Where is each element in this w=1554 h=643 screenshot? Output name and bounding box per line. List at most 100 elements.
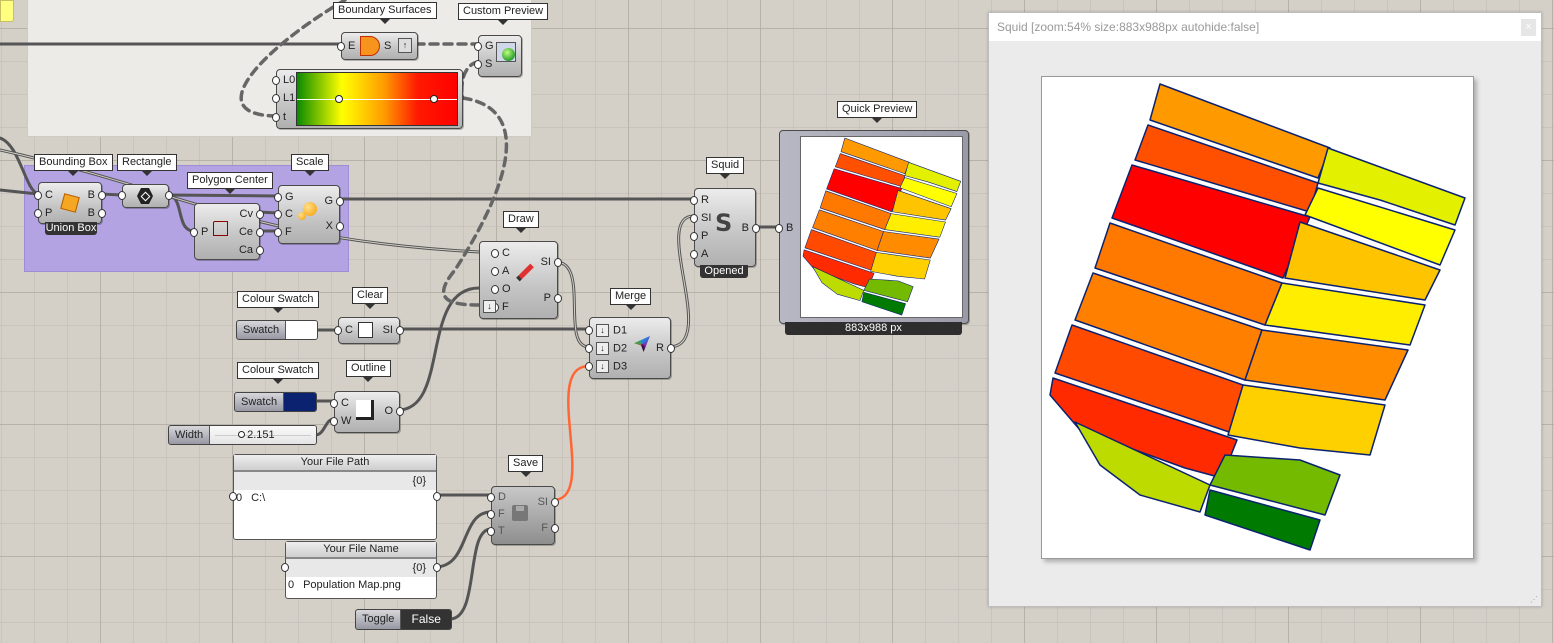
output-G[interactable]: G <box>324 195 344 207</box>
boundary-surfaces-label: Boundary Surfaces <box>333 2 437 24</box>
input-C[interactable]: C <box>491 247 510 259</box>
upload-icon[interactable]: ↑ <box>398 38 412 53</box>
output-X[interactable]: X <box>325 220 345 232</box>
rectangle-input[interactable] <box>118 191 126 200</box>
file-name-panel[interactable]: Your File Name {0} 0 Population Map.png <box>281 541 441 599</box>
panel-row[interactable]: 0 C:\ <box>236 492 266 504</box>
gradient-grip[interactable] <box>335 95 343 103</box>
window-title: Squid [zoom:54% size:883x988px autohide:… <box>989 13 1541 41</box>
output-Ca[interactable]: Ca <box>238 244 265 256</box>
yellow-group[interactable] <box>0 0 14 22</box>
input-C[interactable]: C <box>330 397 349 409</box>
panel-output[interactable] <box>433 492 441 501</box>
map-canvas <box>1041 76 1474 559</box>
squid-component[interactable]: R SI P A S B <box>689 188 761 267</box>
rectangle-component[interactable] <box>118 184 173 208</box>
input-L1[interactable]: L1 <box>271 92 296 104</box>
merge-arrows-icon <box>634 336 650 352</box>
input-A[interactable]: A <box>689 248 709 260</box>
gradient-bar[interactable] <box>296 72 458 126</box>
swatch-color[interactable] <box>286 321 317 339</box>
rectangle-output[interactable] <box>165 191 173 200</box>
clear-component[interactable]: C SI <box>334 317 405 344</box>
input-C[interactable]: C <box>334 324 353 336</box>
output-F[interactable]: F <box>541 522 559 534</box>
input-P[interactable]: P <box>33 207 53 219</box>
toggle-value[interactable]: False <box>401 610 451 629</box>
input-F[interactable]: F <box>491 301 509 313</box>
panel-path: {0} <box>234 472 436 490</box>
input-C[interactable]: C <box>274 208 293 220</box>
polygon-center-component[interactable]: P Cv Ce Ca <box>189 203 265 260</box>
input-L0[interactable]: L0 <box>271 74 296 86</box>
input-F[interactable]: F <box>274 226 292 238</box>
panel-output[interactable] <box>433 563 441 572</box>
slider-grip[interactable] <box>238 431 246 438</box>
output-SI[interactable]: SI <box>537 496 560 508</box>
panel-input[interactable] <box>281 563 289 572</box>
rectangle-label: Rectangle <box>117 154 177 176</box>
input-W[interactable]: W <box>329 415 352 427</box>
gradient-grip[interactable] <box>430 95 438 103</box>
colour-swatch-white[interactable]: Swatch <box>236 320 318 340</box>
swatch-color[interactable] <box>284 393 316 411</box>
output-R[interactable]: R <box>656 342 675 354</box>
boolean-toggle[interactable]: Toggle False <box>355 609 452 630</box>
input-SI[interactable]: SI <box>689 212 712 224</box>
input-T[interactable]: T <box>487 525 505 537</box>
input-F[interactable]: F <box>487 508 505 520</box>
input-S[interactable]: S <box>473 58 493 70</box>
output-S[interactable]: S <box>384 40 392 52</box>
output-Cv[interactable]: Cv <box>239 208 265 220</box>
swatch-button[interactable]: Swatch <box>237 321 287 339</box>
outline-component[interactable]: C W O <box>329 391 404 433</box>
colour-swatch-navy[interactable]: Swatch <box>234 392 317 412</box>
width-slider[interactable]: Width 2.151 <box>168 425 317 445</box>
input-G[interactable]: G <box>274 191 294 203</box>
output-P[interactable]: P <box>543 292 563 304</box>
output-B[interactable]: B <box>741 222 761 234</box>
gradient-component[interactable]: L0 L1 t <box>271 69 463 129</box>
squid-window[interactable]: Squid [zoom:54% size:883x988px autohide:… <box>988 12 1542 607</box>
bounding-box-component[interactable]: C P B B <box>33 182 107 224</box>
input-A[interactable]: A <box>490 265 510 277</box>
input-D[interactable]: D <box>487 491 506 503</box>
quick-preview-component[interactable]: B <box>774 130 969 324</box>
panel-input[interactable] <box>229 492 237 501</box>
pencil-icon <box>516 263 534 282</box>
resize-grip-icon[interactable]: ⋰ <box>1530 595 1538 604</box>
scale-component[interactable]: G C F G X <box>274 185 345 244</box>
merge-component[interactable]: ↓D1 ↓D2 ↓D3 R <box>584 317 675 379</box>
flatten-icon[interactable]: ↓ <box>483 300 496 313</box>
close-button[interactable]: × <box>1521 19 1536 36</box>
input-P[interactable]: P <box>189 226 209 238</box>
input-R[interactable]: R <box>690 194 709 206</box>
draw-component[interactable]: C A O F ↓ SI P <box>479 241 563 319</box>
input-G[interactable]: G <box>474 40 494 52</box>
output-Ce[interactable]: Ce <box>238 226 265 238</box>
boundary-surfaces-component[interactable]: E S ↑ <box>336 32 418 60</box>
input-t[interactable]: t <box>271 111 287 123</box>
input-B[interactable]: B <box>774 222 794 234</box>
output-O[interactable]: O <box>384 405 404 417</box>
custom-preview-label: Custom Preview <box>458 3 549 25</box>
output-SI[interactable]: SI <box>540 256 563 268</box>
input-D1[interactable]: ↓D1 <box>584 324 627 337</box>
slider-track[interactable]: 2.151 <box>210 426 316 444</box>
custom-preview-component[interactable]: G S <box>473 35 522 77</box>
output-SI[interactable]: SI <box>382 324 405 336</box>
squid-s-icon: S <box>715 209 733 237</box>
output-B[interactable]: B <box>87 189 107 201</box>
panel-row[interactable]: 0 Population Map.png <box>288 579 401 591</box>
input-D2[interactable]: ↓D2 <box>584 342 627 355</box>
file-path-panel[interactable]: Your File Path {0} 0 C:\ <box>229 454 441 540</box>
output-B[interactable]: B <box>87 207 107 219</box>
wire <box>0 188 40 196</box>
swatch-button[interactable]: Swatch <box>235 393 285 411</box>
input-D3[interactable]: ↓D3 <box>584 360 627 373</box>
input-P[interactable]: P <box>689 230 709 242</box>
input-E[interactable]: E <box>336 40 356 52</box>
input-O[interactable]: O <box>491 283 511 295</box>
save-component[interactable]: D F T SI F <box>487 486 560 545</box>
input-C[interactable]: C <box>34 189 53 201</box>
